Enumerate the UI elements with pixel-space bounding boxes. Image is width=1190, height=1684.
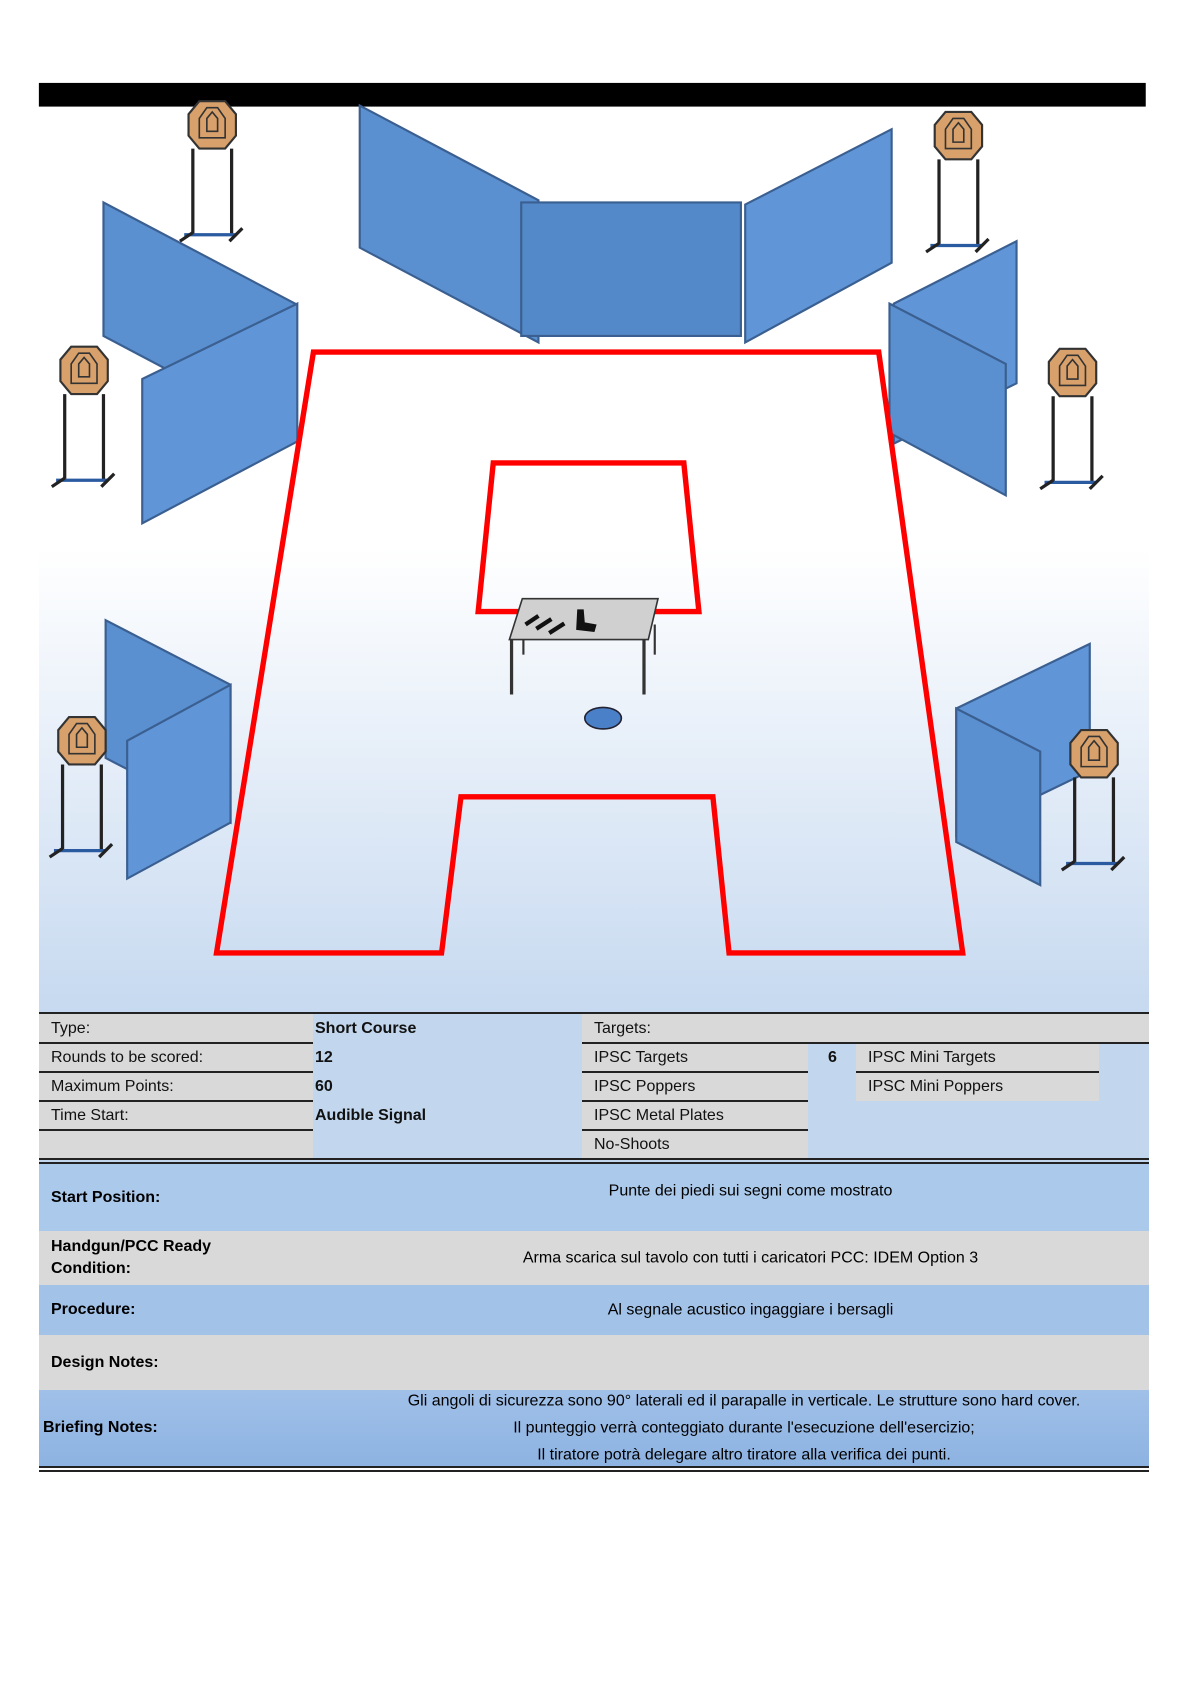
start-position-value: Punte dei piedi sui segni come mostrato (608, 1182, 893, 1200)
target-icon (50, 345, 116, 489)
empty-cell (39, 1131, 313, 1159)
procedure-row: Procedure: Al segnale acustico ingaggiar… (39, 1285, 1149, 1335)
procedure-label: Procedure: (51, 1301, 136, 1318)
wall (955, 706, 1042, 887)
start-position-row: Start Position: Punte dei piedi sui segn… (39, 1164, 1149, 1231)
wall (888, 301, 1007, 498)
briefing-line: Il punteggio verrà conteggiato durante l… (513, 1419, 975, 1437)
time-start-value: Audible Signal (315, 1107, 427, 1124)
start-position-label: Start Position: (51, 1188, 161, 1206)
rounds-label: Rounds to be scored: (39, 1044, 313, 1072)
type-value: Short Course (315, 1019, 417, 1037)
target-type: IPSC Poppers (582, 1073, 808, 1101)
shooting-area-boundary (213, 349, 966, 956)
max-points-label: Maximum Points: (39, 1073, 313, 1101)
briefing-notes-row: Briefing Notes: Gli angoli di sicurezza … (39, 1390, 1149, 1466)
target-type: IPSC Targets (582, 1044, 808, 1072)
briefing-notes-label: Briefing Notes: (43, 1419, 158, 1436)
ready-condition-value: Arma scarica sul tavolo con tutti i cari… (522, 1249, 979, 1267)
design-notes-label: Design Notes: (51, 1353, 159, 1371)
briefing-line: Gli angoli di sicurezza sono 90° lateral… (407, 1392, 1081, 1410)
ready-condition-label: Handgun/PCC Ready Condition: (51, 1238, 212, 1277)
wall (520, 201, 742, 338)
ready-condition-row: Handgun/PCC Ready Condition: Arma scaric… (39, 1231, 1149, 1285)
wall (126, 682, 232, 881)
wall (358, 103, 540, 345)
briefing-line: Il tiratore potrà delegare altro tirator… (537, 1446, 951, 1464)
target-icon (924, 110, 991, 254)
time-start-label: Time Start: (39, 1102, 313, 1130)
target-icon (1060, 728, 1126, 872)
target-icon (1038, 347, 1105, 491)
target-type: No-Shoots (582, 1131, 808, 1159)
target-type: IPSC Metal Plates (582, 1102, 808, 1130)
target-icon (48, 715, 114, 859)
target-icon (178, 99, 244, 243)
design-notes-row: Design Notes: (39, 1335, 1149, 1390)
mini-target-type: IPSC Mini Targets (856, 1044, 1099, 1072)
type-label: Type: (39, 1014, 313, 1043)
wall (744, 127, 893, 345)
mini-target-type: IPSC Mini Poppers (856, 1073, 1099, 1101)
start-position-marker (583, 706, 623, 730)
procedure-value: Al segnale acustico ingaggiare i bersagl… (607, 1301, 894, 1319)
shooting-box (475, 460, 702, 615)
header-bar (38, 82, 1146, 107)
max-points-value: 60 (315, 1078, 333, 1095)
rounds-value: 12 (315, 1049, 333, 1066)
targets-header: Targets: (582, 1014, 1149, 1043)
target-count: 6 (828, 1049, 837, 1066)
table-icon (508, 597, 660, 695)
